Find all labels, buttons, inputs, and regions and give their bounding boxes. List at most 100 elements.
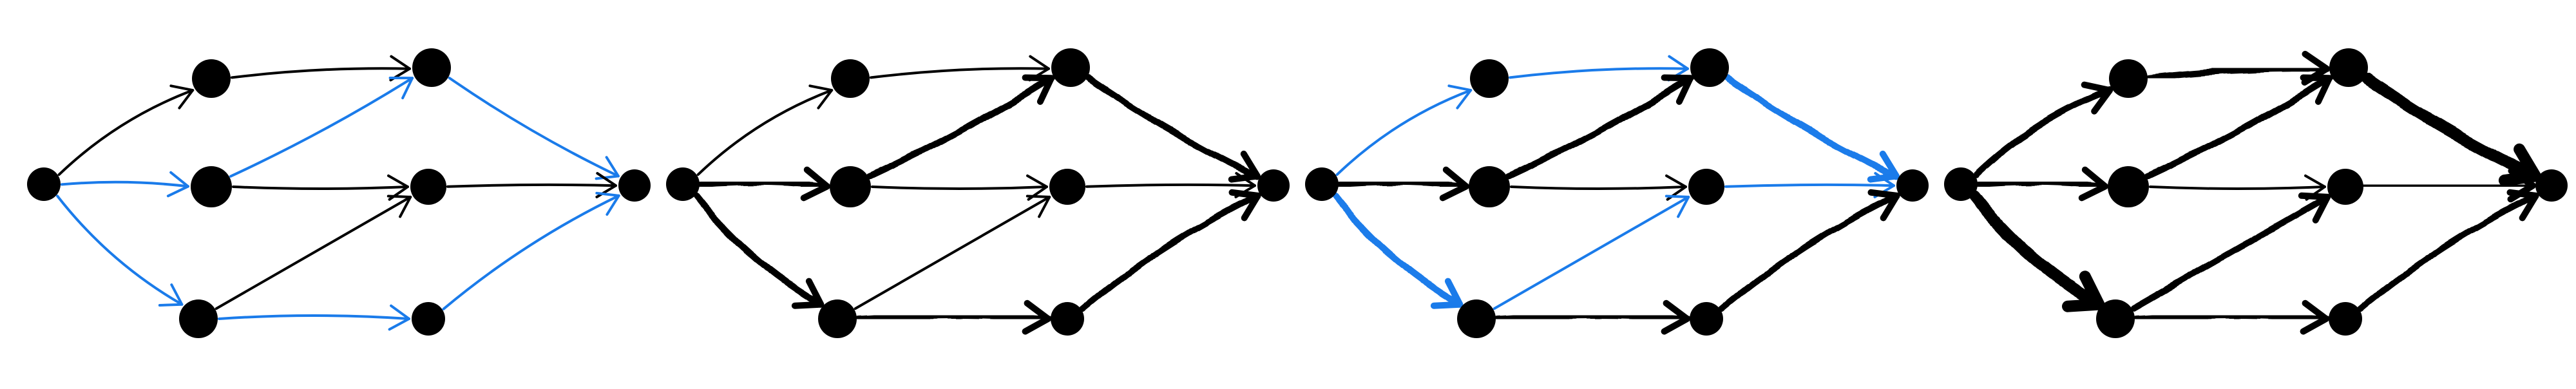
edge-arrowhead-s-a1: [1447, 84, 1473, 109]
edge-c1-b2: [854, 194, 1051, 310]
node-t: [1257, 169, 1290, 202]
edge-line-a2-t: [2360, 72, 2541, 182]
edge-line-b1-b2: [1510, 185, 1687, 190]
edge-line-b2-t: [1085, 183, 1256, 188]
edge-c2-t: [442, 191, 620, 310]
edge-s-b1: [1976, 166, 2108, 202]
edge-line-c1-b2: [1493, 195, 1690, 310]
panel-2: [666, 48, 1290, 338]
edge-c2-t: [1718, 189, 1900, 312]
edge-line-c1-b2: [2130, 193, 2331, 312]
edge-line-c2-t: [1079, 192, 1261, 312]
edge-s-a1: [1335, 84, 1473, 176]
node-c2: [1051, 302, 1084, 336]
node-s: [1944, 167, 1978, 201]
edge-s-a1: [57, 84, 195, 176]
edge-arrowhead-c2-t: [1228, 189, 1261, 222]
edge-line-c1-c2: [1494, 312, 1690, 322]
edge-b1-b2: [871, 174, 1048, 201]
node-t: [618, 169, 651, 202]
edge-line-a1-a2: [2146, 65, 2330, 81]
node-c1: [179, 299, 218, 338]
edge-b2-t: [446, 172, 617, 198]
edge-line-b2-t: [446, 183, 617, 188]
node-c1: [1457, 299, 1496, 338]
edge-line-s-a1: [1972, 87, 2113, 178]
edge-line-s-c1: [1969, 190, 2105, 310]
node-b2: [2327, 169, 2363, 205]
node-b2: [1049, 169, 1085, 205]
edge-arrowhead-s-a1: [169, 84, 195, 109]
edge-line-s-c1: [1332, 193, 1464, 308]
edge-s-b1: [1337, 166, 1469, 202]
edge-arrowhead-s-c1: [791, 278, 825, 309]
panel-4: [1944, 48, 2568, 338]
node-c2: [2329, 302, 2362, 336]
edge-b1-a2: [866, 74, 1055, 180]
edge-line-c1-b2: [854, 195, 1051, 310]
edge-arrowhead-c1-b2: [1665, 194, 1690, 218]
node-c1: [2096, 299, 2135, 338]
edge-line-c2-t: [1718, 192, 1900, 312]
node-a1: [1470, 59, 1509, 98]
node-c2: [1690, 302, 1723, 336]
edge-s-a1: [1972, 81, 2113, 178]
edge-line-s-c1: [56, 194, 184, 306]
node-a1: [192, 59, 231, 98]
node-b1: [191, 166, 232, 207]
edge-line-b1-a2: [2144, 75, 2333, 180]
edge-line-a2-t: [1085, 75, 1261, 180]
edge-line-s-b1: [1976, 178, 2108, 190]
edge-line-c1-c2: [218, 314, 410, 320]
edge-s-a1: [696, 84, 834, 176]
edge-line-s-c1: [693, 193, 825, 308]
edge-line-a2-t: [1724, 75, 1900, 180]
edge-c1-c2: [1494, 299, 1690, 335]
node-a2: [412, 48, 451, 87]
edge-arrowhead-c1-c2: [1661, 299, 1690, 335]
edge-arrowhead-c1-b2: [1026, 194, 1051, 218]
edge-arrowhead-s-c1: [1430, 278, 1464, 309]
edge-arrowhead-s-c1: [2062, 270, 2105, 312]
edge-c2-t: [1079, 189, 1261, 312]
edge-a1-a2: [870, 55, 1050, 82]
edge-line-b1-a2: [866, 75, 1055, 180]
edge-a2-t: [448, 77, 620, 180]
edge-arrowhead-c2-t: [595, 191, 620, 216]
edge-a2-t: [2360, 72, 2541, 187]
edge-arrowhead-s-b1: [800, 166, 830, 202]
edge-line-b2-t: [1724, 183, 1895, 188]
edge-a1-a2: [2146, 50, 2330, 86]
edge-arrowhead-c2-t: [1867, 189, 1900, 222]
edge-line-s-a1: [696, 89, 834, 176]
edge-c1-c2: [855, 299, 1051, 335]
edge-b1-a2: [1505, 74, 1694, 180]
edge-a1-a2: [231, 55, 411, 82]
edge-a2-t: [1085, 75, 1261, 183]
edge-line-s-b1: [1337, 178, 1469, 190]
edge-line-b2-t: [2361, 181, 2536, 190]
edge-line-c2-t: [2357, 192, 2539, 312]
edge-arrowhead-s-b1: [1439, 166, 1469, 202]
edge-s-c1: [693, 193, 825, 309]
edge-line-b1-a2: [229, 77, 414, 178]
edge-b1-b2: [232, 174, 409, 201]
edge-arrowhead-s-a1: [2081, 81, 2113, 115]
edge-a1-a2: [1509, 55, 1689, 82]
edge-line-a1-a2: [1509, 67, 1689, 79]
edge-s-c1: [1969, 190, 2105, 312]
edge-arrowhead-a2-t: [1228, 150, 1261, 183]
node-b1: [830, 166, 871, 207]
edge-arrowhead-s-c1: [158, 283, 184, 307]
node-a2: [1690, 48, 1729, 87]
edge-line-s-a1: [1335, 89, 1473, 176]
node-s: [666, 167, 700, 201]
edge-arrowhead-b1-a2: [1661, 74, 1694, 105]
edge-s-c1: [1332, 193, 1464, 309]
edge-arrowhead-s-b1: [2078, 166, 2108, 202]
node-a1: [831, 59, 870, 98]
edge-line-a1-a2: [231, 67, 411, 79]
edge-arrowhead-b1-a2: [1022, 74, 1055, 105]
